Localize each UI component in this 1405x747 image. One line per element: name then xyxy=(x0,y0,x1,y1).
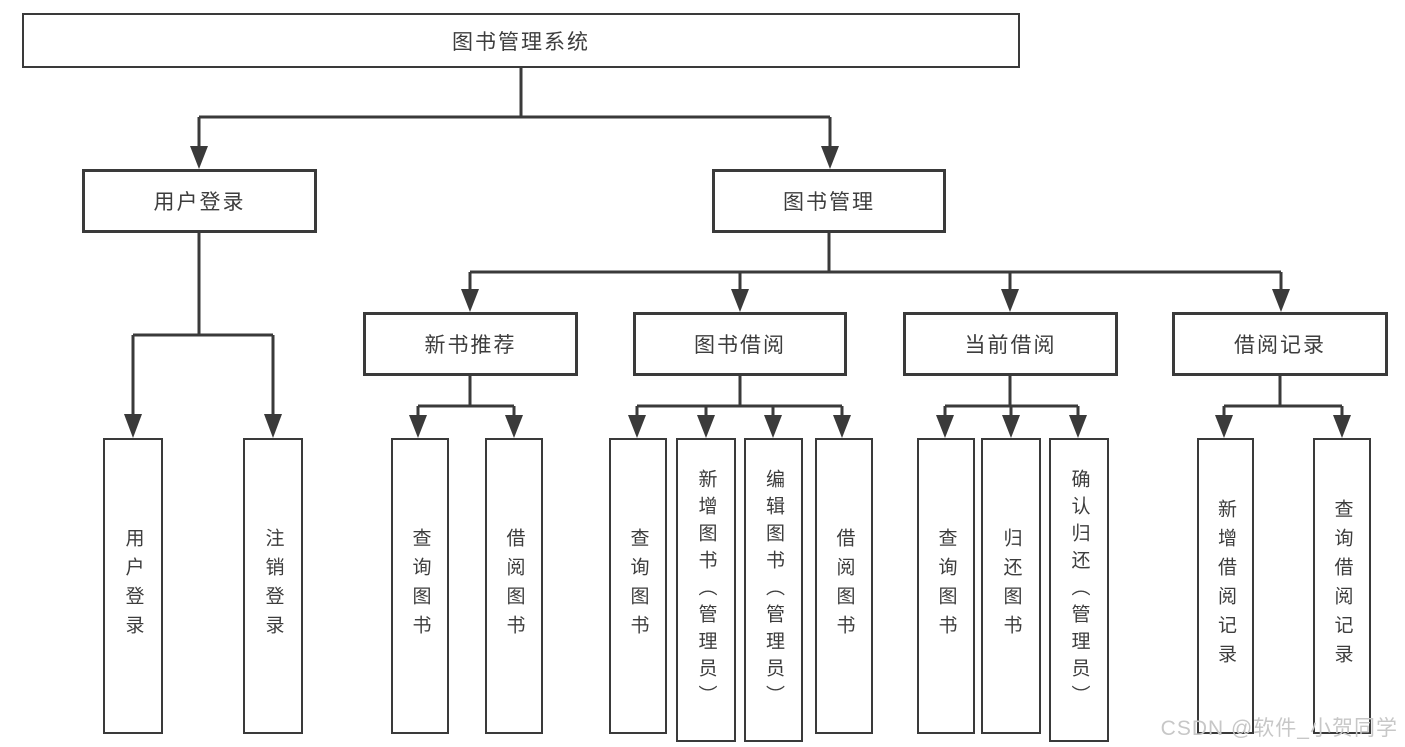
leaf-label: 查询图书 xyxy=(935,528,957,644)
node-label: 新书推荐 xyxy=(424,334,517,357)
node-user-login: 用户登录 xyxy=(82,169,317,233)
arrowheads xyxy=(124,146,1351,438)
leaf-label: 注销登录 xyxy=(262,528,284,644)
leaf-label: 查询图书 xyxy=(627,528,649,644)
leaf-confirm-return-admin: 确认归还（管理员） xyxy=(1049,438,1109,742)
node-label: 当前借阅 xyxy=(964,334,1057,357)
leaf-logout: 注销登录 xyxy=(243,438,303,734)
leaf-query-borrow-record: 查询借阅记录 xyxy=(1313,438,1371,734)
leaf-query-books-borrowing: 查询图书 xyxy=(609,438,667,734)
leaf-label: 查询图书 xyxy=(409,528,431,644)
leaf-borrow-books-recommend: 借阅图书 xyxy=(485,438,543,734)
leaf-label: 新增借阅记录 xyxy=(1215,499,1236,673)
node-label: 用户登录 xyxy=(153,191,246,214)
node-label: 图书管理 xyxy=(783,191,875,214)
leaf-label: 确认归还（管理员） xyxy=(1068,468,1090,712)
leaf-user-login: 用户登录 xyxy=(103,438,163,734)
leaf-label: 编辑图书（管理员） xyxy=(763,468,784,712)
leaf-label: 新增图书（管理员） xyxy=(695,468,717,712)
csdn-watermark: CSDN @软件_小贺同学 xyxy=(1160,717,1398,740)
leaf-query-books-current: 查询图书 xyxy=(917,438,975,734)
node-borrowing-records: 借阅记录 xyxy=(1172,312,1388,376)
node-library-management-system: 图书管理系统 xyxy=(22,13,1020,68)
connector-strokes xyxy=(131,67,1344,433)
leaf-label: 归还图书 xyxy=(1000,528,1022,644)
node-book-borrowing: 图书借阅 xyxy=(633,312,847,376)
leaf-edit-books-admin: 编辑图书（管理员） xyxy=(744,438,803,742)
leaf-borrow-books-borrowing: 借阅图书 xyxy=(815,438,873,734)
leaf-label: 借阅图书 xyxy=(833,528,855,644)
node-label: 图书借阅 xyxy=(694,334,786,357)
node-new-book-recommend: 新书推荐 xyxy=(363,312,578,376)
node-current-borrowing: 当前借阅 xyxy=(903,312,1118,376)
node-label: 图书管理系统 xyxy=(452,30,590,54)
leaf-add-books-admin: 新增图书（管理员） xyxy=(676,438,736,742)
leaf-label: 查询借阅记录 xyxy=(1331,499,1353,673)
leaf-query-books-recommend: 查询图书 xyxy=(391,438,449,734)
node-book-management: 图书管理 xyxy=(712,169,946,233)
leaf-label: 借阅图书 xyxy=(503,528,525,644)
leaf-add-borrow-record: 新增借阅记录 xyxy=(1197,438,1254,734)
leaf-return-books: 归还图书 xyxy=(981,438,1041,734)
leaf-label: 用户登录 xyxy=(122,528,144,644)
node-label: 借阅记录 xyxy=(1234,334,1326,357)
